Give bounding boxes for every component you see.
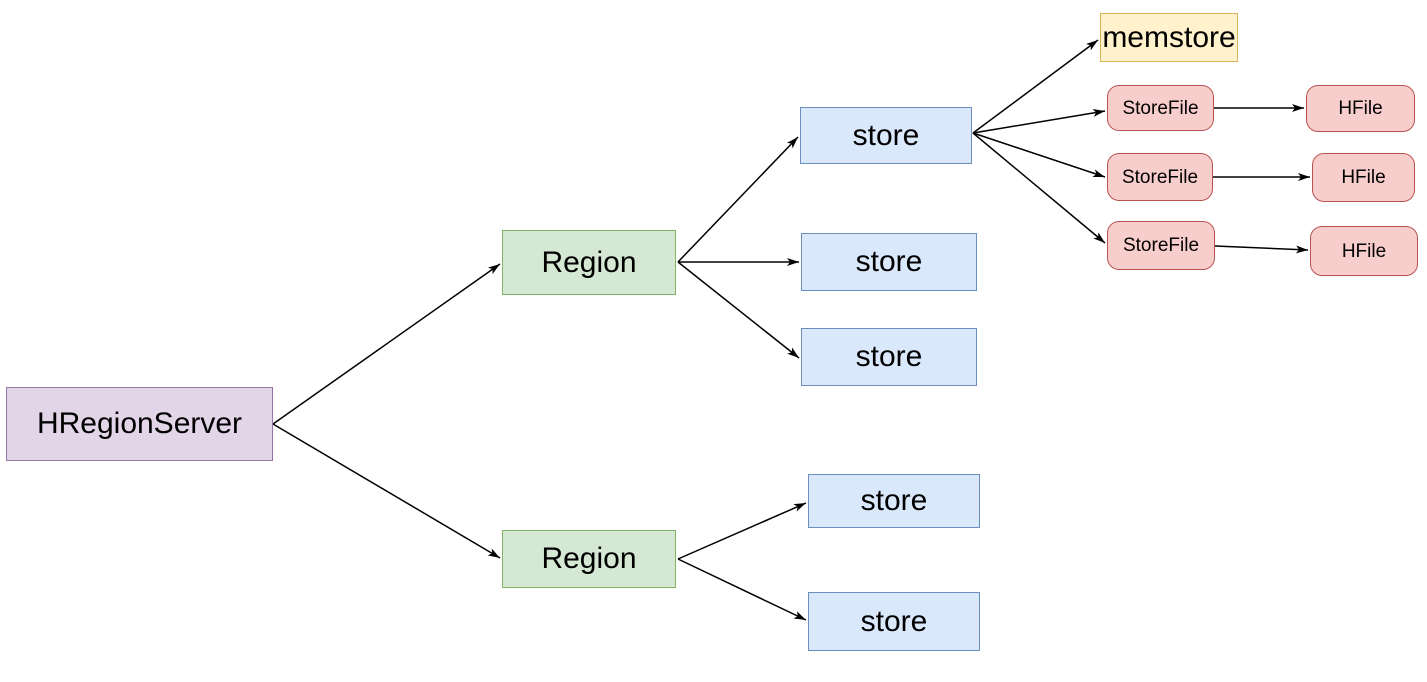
node-storefile-1-label: StoreFile [1122,97,1199,119]
edge-store1-storefile2 [972,132,1106,178]
edge-storefile3-hfile3 [1214,245,1309,254]
node-store-3[interactable]: store [801,328,977,386]
node-memstore-label: memstore [1102,20,1236,54]
node-storefile-2-label: StoreFile [1121,166,1199,188]
node-store-2-label: store [855,245,923,278]
node-storefile-1[interactable]: StoreFile [1107,85,1214,131]
edge-region1-store3 [677,261,800,359]
node-hfile-3[interactable]: HFile [1310,226,1418,276]
node-storefile-3-label: StoreFile [1122,235,1200,256]
node-store-5-label: store [860,604,928,638]
node-region-1[interactable]: Region [502,230,676,295]
node-hfile-2-label: HFile [1341,167,1386,188]
node-store-5[interactable]: store [808,592,980,651]
node-region-2-label: Region [541,542,637,575]
node-region-1-label: Region [541,245,637,279]
edge-store1-memstore [972,39,1099,134]
node-hregionserver-label: HRegionServer [36,407,243,440]
edge-hregionserver-region1 [272,263,501,425]
node-store-4[interactable]: store [808,474,980,528]
edge-region2-store5 [677,558,807,621]
edge-store1-storefile3 [972,132,1106,244]
node-hfile-1[interactable]: HFile [1306,85,1415,132]
edge-region1-store1 [677,136,799,263]
node-hfile-3-label: HFile [1341,240,1387,262]
node-hregionserver[interactable]: HRegionServer [6,387,273,461]
node-memstore[interactable]: memstore [1100,13,1238,62]
node-store-2[interactable]: store [801,233,977,291]
node-region-2[interactable]: Region [502,530,676,588]
node-store-3-label: store [855,340,923,373]
edge-store1-storefile1 [972,109,1106,134]
node-store-1[interactable]: store [800,107,972,164]
node-store-1-label: store [852,118,920,152]
node-storefile-3[interactable]: StoreFile [1107,221,1215,270]
node-store-4-label: store [860,484,928,517]
edge-hregionserver-region2 [272,423,501,559]
edge-region2-store4 [677,502,807,560]
node-storefile-2[interactable]: StoreFile [1107,153,1213,201]
node-hfile-2[interactable]: HFile [1312,153,1415,202]
node-hfile-1-label: HFile [1338,98,1383,119]
